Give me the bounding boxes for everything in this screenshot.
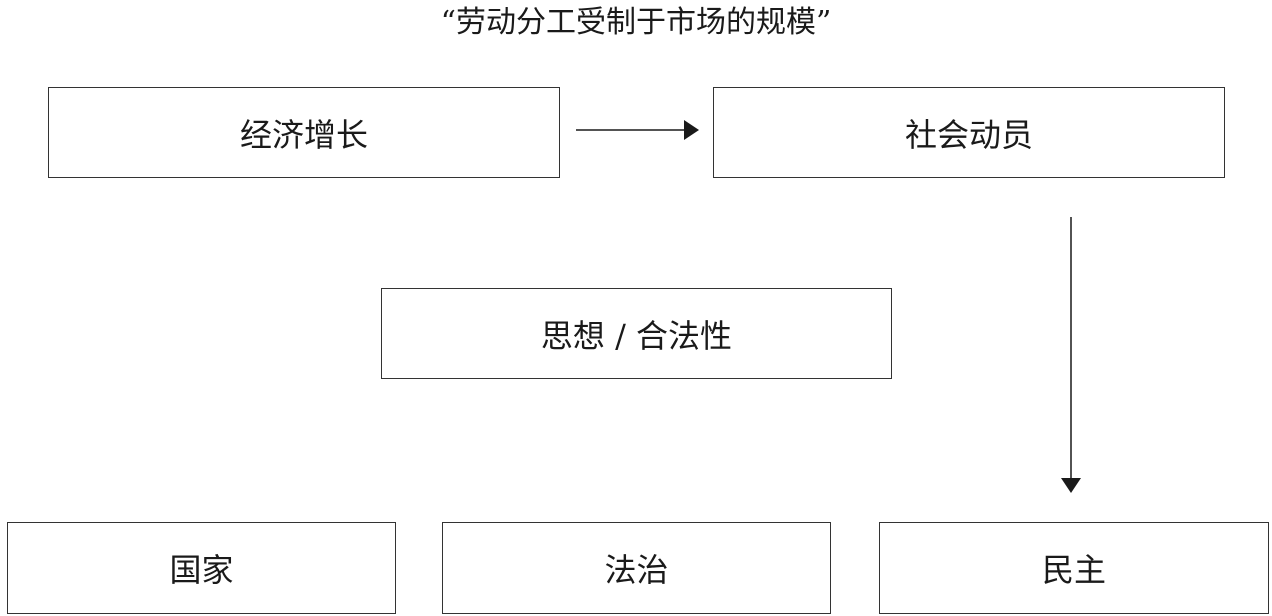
arrow-mobilization-to-democracy [1061, 217, 1081, 493]
node-economic-growth: 经济增长 [48, 87, 560, 178]
node-label: 民主 [1041, 551, 1106, 589]
arrow-growth-to-mobilization [576, 120, 699, 140]
node-label: 思想 / 合法性 [540, 316, 733, 355]
node-social-mobilization: 社会动员 [713, 87, 1225, 178]
node-label: 社会动员 [904, 115, 1033, 154]
diagram-title: “劳动分工受制于市场的规模” [440, 5, 832, 40]
node-democracy: 民主 [879, 522, 1269, 614]
node-label: 法治 [604, 551, 669, 589]
node-label: 国家 [169, 551, 234, 589]
node-rule-of-law: 法治 [442, 522, 831, 614]
node-ideas-legitimacy: 思想 / 合法性 [381, 288, 892, 379]
node-state: 国家 [7, 522, 396, 614]
node-label: 经济增长 [239, 115, 368, 154]
